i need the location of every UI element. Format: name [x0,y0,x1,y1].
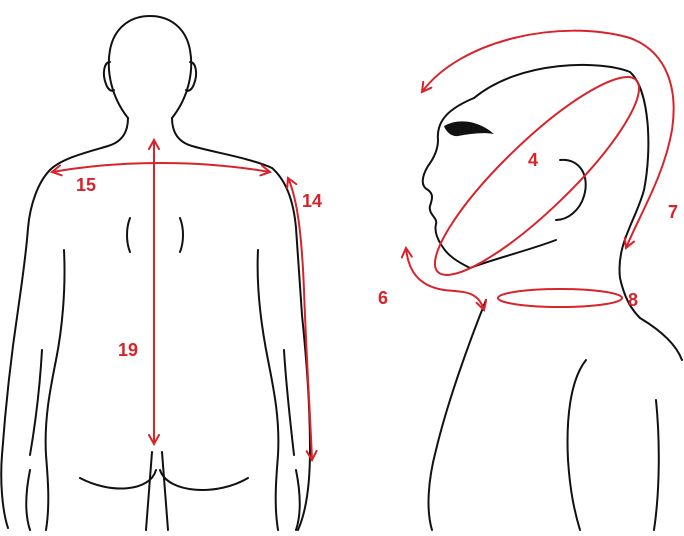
eyebrow-icon [444,121,494,136]
side-measure-lines [406,31,674,310]
label-14: 14 [302,191,322,211]
head-diagonal-ellipse [414,56,660,297]
label-19: 19 [118,340,138,360]
head-circumference-arrow [422,31,674,248]
neck-circumference-ellipse [498,289,622,307]
label-8: 8 [628,290,638,310]
back-view-figure: 15 14 19 [1,16,322,530]
label-7: 7 [668,202,678,222]
shoulder-width-line [52,163,270,172]
label-6: 6 [378,288,388,308]
label-4: 4 [528,150,538,170]
neck-to-chin-arrow [406,248,484,310]
label-15: 15 [76,175,96,195]
side-view-figure: 4 7 6 8 [378,31,682,530]
back-body-outline [1,16,310,530]
